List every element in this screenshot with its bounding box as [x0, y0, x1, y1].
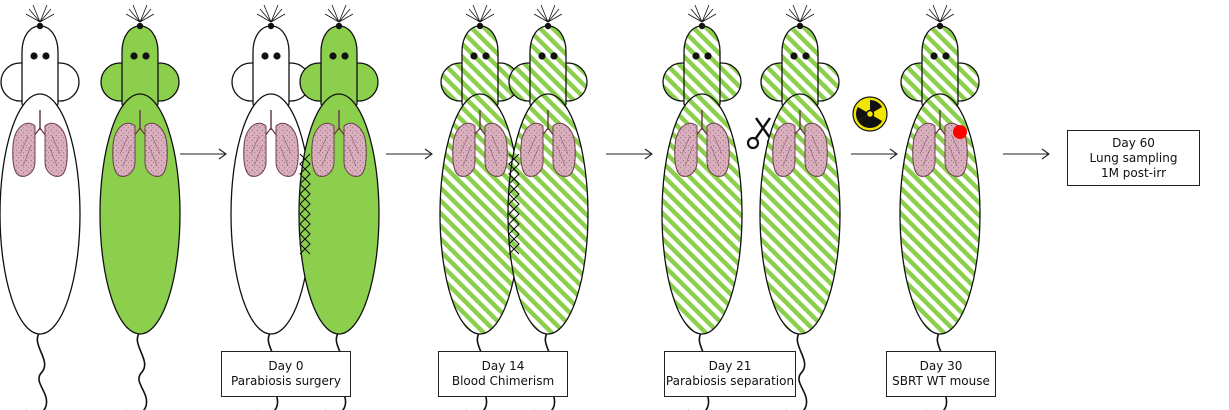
stage-day: Day 60 — [1112, 136, 1155, 151]
mouse-separated-left-icon — [662, 5, 742, 410]
stage-box-day60: Day 60 Lung sampling 1M post-irr — [1067, 130, 1200, 186]
mouse-separated-right-icon — [760, 5, 840, 410]
radiation-icon — [852, 97, 887, 131]
arrow-icon — [386, 149, 432, 159]
mouse-gfp-initial-icon — [100, 5, 180, 410]
stage-event: Blood Chimerism — [452, 374, 554, 389]
arrow-icon — [851, 149, 897, 159]
stage-event: SBRT WT mouse — [892, 374, 990, 389]
mouse-irradiated-icon — [900, 5, 980, 410]
stage-event-detail: 1M post-irr — [1101, 166, 1166, 181]
stage-box-day21: Day 21 Parabiosis separation — [664, 351, 796, 397]
arrow-icon — [1003, 149, 1049, 159]
mouse-chimeric-right-icon — [508, 5, 588, 410]
mouse-wt-initial-icon — [0, 5, 80, 410]
arrow-icon — [180, 149, 226, 159]
stage-event: Parabiosis separation — [666, 374, 794, 389]
mouse-gfp-joined-icon — [299, 5, 379, 410]
stage-day: Day 0 — [268, 359, 303, 374]
stage-day: Day 14 — [482, 359, 525, 374]
stage-day: Day 30 — [920, 359, 963, 374]
stage-box-day0: Day 0 Parabiosis surgery — [221, 351, 351, 397]
stage-day: Day 21 — [709, 359, 752, 374]
stage-event: Lung sampling — [1090, 151, 1178, 166]
stage-event: Parabiosis surgery — [231, 374, 341, 389]
arrow-icon — [606, 149, 652, 159]
stage-box-day14: Day 14 Blood Chimerism — [438, 351, 568, 397]
irradiation-spot-icon — [953, 125, 967, 139]
stage-box-day30: Day 30 SBRT WT mouse — [886, 351, 996, 397]
